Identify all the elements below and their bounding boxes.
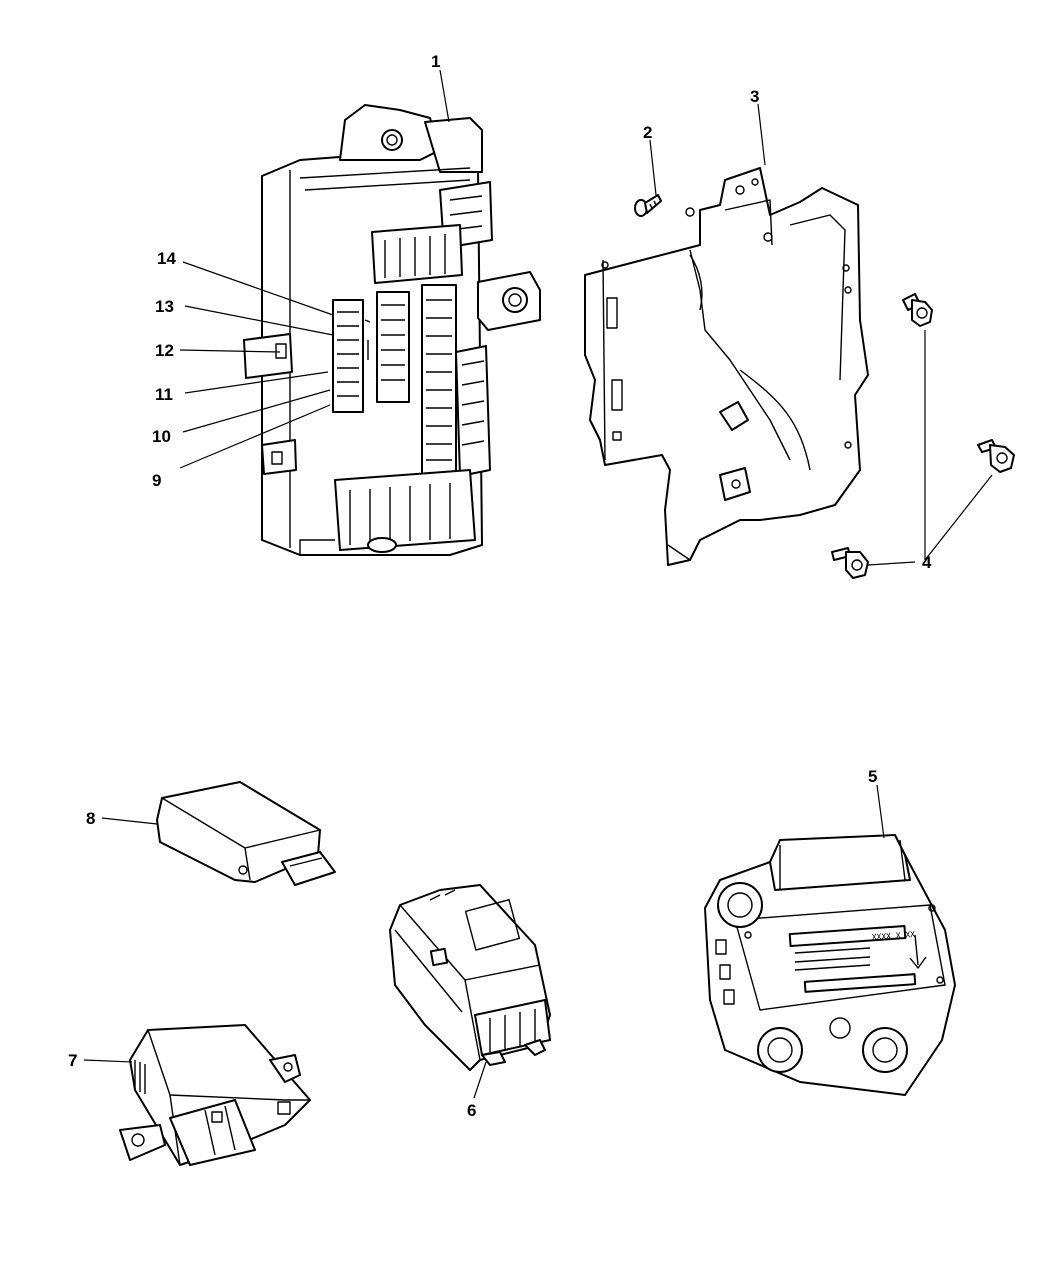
callout-6: 6: [467, 1101, 476, 1120]
callout-7: 7: [68, 1051, 77, 1070]
part-8-module: [156, 781, 336, 886]
callout-2: 2: [643, 123, 652, 142]
callout-labels: 1 2 3 4 5 6 7 8 9 10 11 12 13 14: [68, 52, 932, 1120]
callout-3: 3: [750, 87, 759, 106]
callout-14: 14: [157, 249, 176, 268]
part-4-bolt: [977, 439, 1015, 473]
part-4-bolt: [831, 547, 869, 579]
part-4-bolt: [902, 293, 933, 327]
part-5-control-module: XXXX X XX: [704, 834, 956, 1096]
callout-9: 9: [152, 471, 161, 490]
callout-13: 13: [155, 297, 174, 316]
part-1-junction-box: [243, 104, 541, 556]
part-6-module: [389, 884, 551, 1071]
leader-lines: [83, 69, 993, 1099]
callout-4: 4: [922, 553, 932, 572]
callout-5: 5: [868, 767, 877, 786]
module-label-code: XXXX X XX: [872, 930, 916, 942]
callout-12: 12: [155, 341, 174, 360]
callout-1: 1: [431, 52, 440, 71]
part-7-module: [119, 1024, 311, 1166]
callout-8: 8: [86, 809, 95, 828]
part-2-screw: [634, 194, 662, 217]
callout-10: 10: [152, 427, 171, 446]
callout-11: 11: [155, 385, 173, 404]
part-3-bracket: [584, 167, 869, 566]
